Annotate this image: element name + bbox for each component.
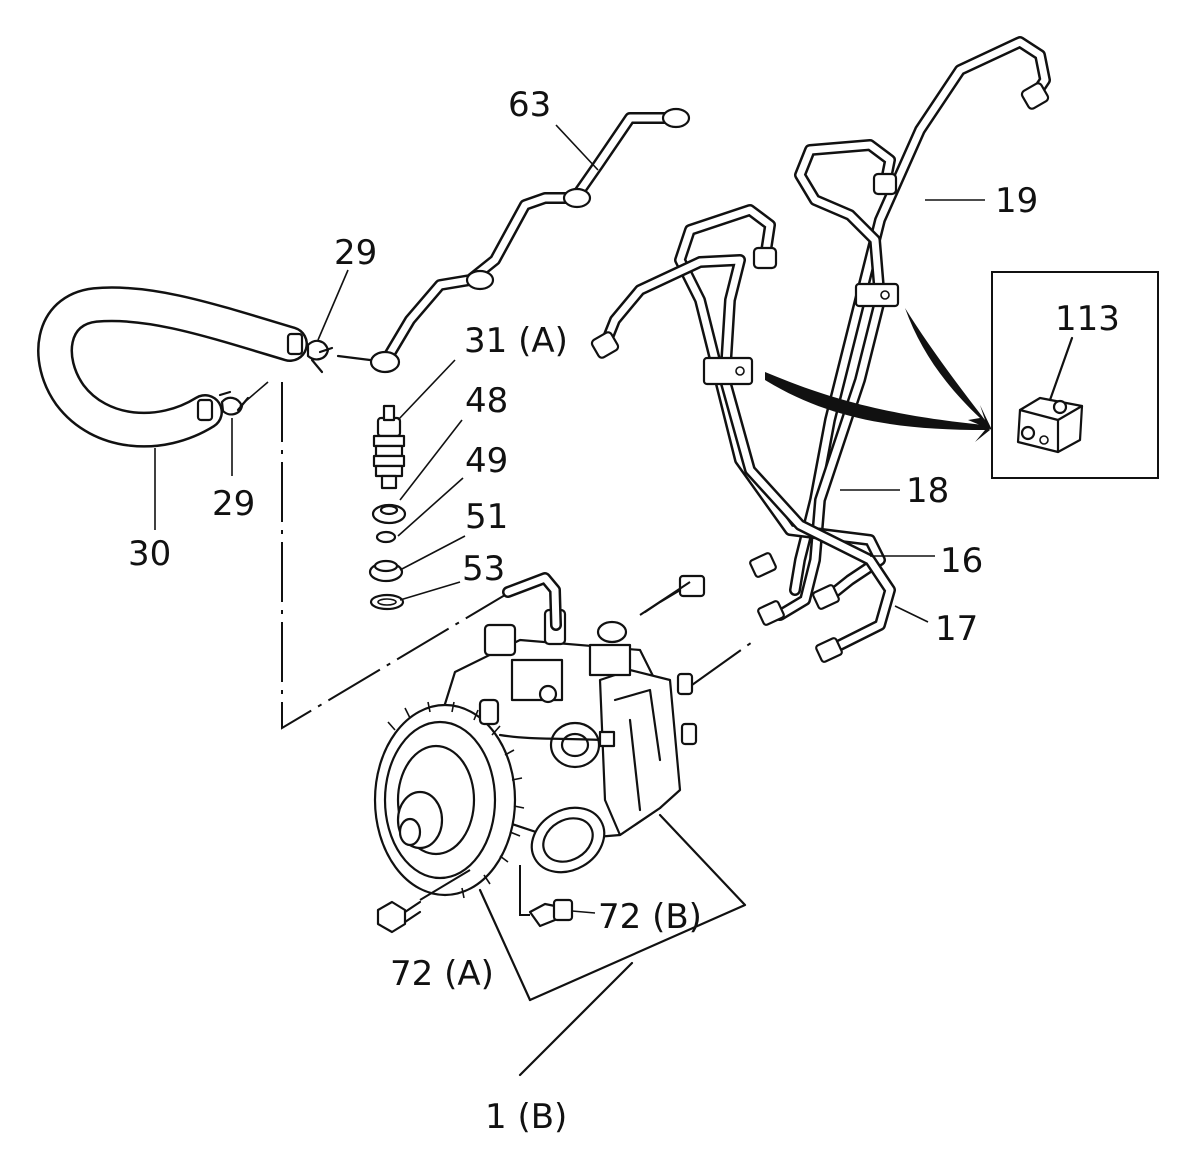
callout-53: 53 xyxy=(462,549,505,589)
nozzle-holder xyxy=(372,404,406,490)
leader-bolt-a xyxy=(419,869,471,901)
callout-19: 19 xyxy=(995,181,1038,221)
callout-49: 49 xyxy=(465,441,508,481)
bolt-72b xyxy=(528,898,574,928)
callout-72b: 72 (B) xyxy=(598,897,702,937)
ring-49 xyxy=(375,530,397,544)
seal-51 xyxy=(368,559,404,583)
return-hose xyxy=(37,286,308,448)
gasket-53 xyxy=(369,593,405,611)
detail-inset-box xyxy=(991,271,1159,479)
pipe-nut-2 xyxy=(757,600,785,626)
callout-16: 16 xyxy=(940,541,983,581)
pipe-nut-4 xyxy=(815,637,843,663)
callout-31a: 31 (A) xyxy=(464,321,568,361)
injection-pipe-19 xyxy=(789,36,1051,596)
leader-bolt-b xyxy=(519,865,532,916)
callout-48: 48 xyxy=(465,381,508,421)
pipe-nut-1 xyxy=(749,552,777,578)
leak-off-pipe xyxy=(336,107,691,374)
callout-18: 18 xyxy=(906,471,949,511)
callout-29-upper: 29 xyxy=(334,233,377,273)
callout-1b: 1 (B) xyxy=(485,1097,567,1137)
callout-51: 51 xyxy=(465,497,508,537)
leader-pipes-to-pump xyxy=(639,581,691,616)
callout-leaders xyxy=(154,124,985,1077)
callout-29-lower: 29 xyxy=(212,484,255,524)
leader-fitting xyxy=(691,639,756,686)
callout-17: 17 xyxy=(935,609,978,649)
callout-72a: 72 (A) xyxy=(390,954,494,994)
detail-arrows xyxy=(765,308,992,442)
pipe-nut-3 xyxy=(812,584,840,610)
pipe-clamp-lower xyxy=(702,356,754,386)
callout-63: 63 xyxy=(508,85,551,125)
pipe-clamp-upper xyxy=(854,282,900,308)
pipe-clamp-113 xyxy=(1016,396,1084,454)
leader-hose-to-pump xyxy=(281,382,506,730)
bolt-72a xyxy=(376,900,422,934)
callout-30: 30 xyxy=(128,534,171,574)
callout-113: 113 xyxy=(1055,299,1120,339)
hose-clip-upper xyxy=(306,339,334,374)
washer-48 xyxy=(371,503,407,525)
injection-pump xyxy=(373,572,706,899)
